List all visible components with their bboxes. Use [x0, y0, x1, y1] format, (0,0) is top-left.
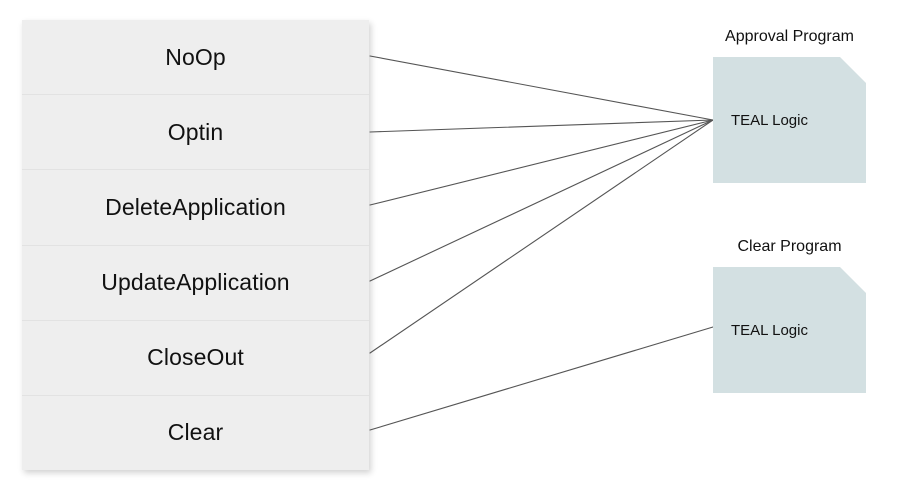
list-item-updateapplication[interactable]: UpdateApplication: [22, 244, 369, 320]
list-item-deleteapplication[interactable]: DeleteApplication: [22, 169, 369, 245]
list-item-label: UpdateApplication: [101, 269, 290, 296]
connector-closeout: [369, 119, 714, 354]
connector-noop: [369, 55, 714, 121]
list-item-clear[interactable]: Clear: [22, 394, 369, 471]
list-item-label: Optin: [167, 118, 224, 145]
connector-clear: [369, 326, 714, 431]
connector-deleteapplication: [369, 119, 714, 206]
approval-program-box[interactable]: TEAL Logic: [713, 57, 866, 183]
approval-program-title: Approval Program: [725, 28, 854, 45]
approval-program-body-label: TEAL Logic: [731, 111, 808, 129]
list-item-label: Clear: [167, 419, 224, 446]
clear-program-body-label: TEAL Logic: [731, 321, 808, 339]
clear-program-box[interactable]: TEAL Logic: [713, 267, 866, 393]
list-item-optin[interactable]: Optin: [22, 94, 369, 170]
clear-program-title: Clear Program: [737, 238, 842, 255]
application-call-oncomplete-list: NoOp Optin DeleteApplication UpdateAppli…: [22, 20, 369, 471]
list-item-closeout[interactable]: CloseOut: [22, 319, 369, 395]
list-item-label: DeleteApplication: [105, 193, 286, 220]
list-item-noop[interactable]: NoOp: [22, 20, 369, 95]
list-item-label: CloseOut: [147, 344, 244, 371]
connector-updateapplication: [369, 119, 714, 282]
list-item-label: NoOp: [165, 43, 226, 70]
connector-optin: [369, 119, 714, 133]
